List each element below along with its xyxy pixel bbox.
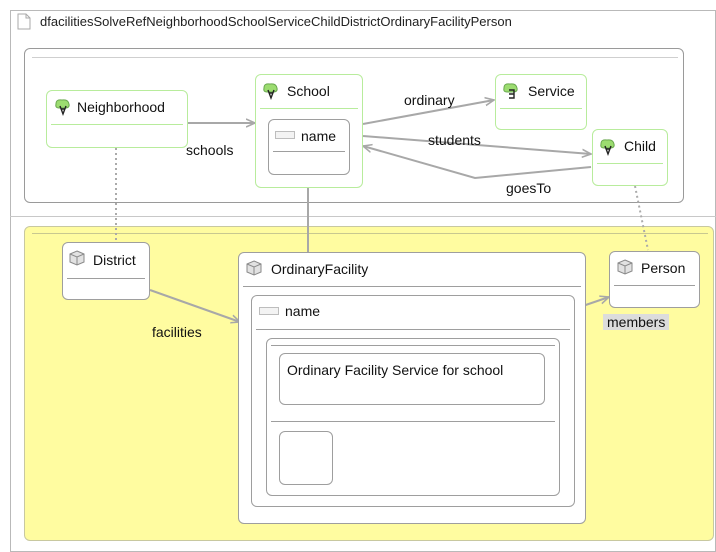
document-icon [17,13,31,30]
field-separator [256,329,570,330]
node-separator [67,278,145,279]
node-service[interactable]: Service [495,74,587,130]
node-separator [597,163,663,164]
node-neighborhood[interactable]: Neighborhood [46,90,188,148]
node-separator [260,108,358,109]
edge-label-students: students [428,132,481,148]
forall-icon [261,81,281,100]
node-person[interactable]: Person [609,251,700,308]
edge-students [362,135,591,154]
field-name-box[interactable]: name [268,119,350,175]
bottom-panel-divider [32,233,708,234]
node-separator [51,124,183,125]
edge-label-facilities: facilities [152,324,202,340]
value-mid-separator [271,421,555,422]
node-label: Service [528,83,575,99]
node-separator [243,286,581,287]
cube-icon [67,249,87,267]
forall-icon [53,97,73,116]
node-separator [614,285,695,286]
node-label: District [93,252,136,268]
edge-label-goesTo: goesTo [506,180,552,196]
diagram-title: dfacilitiesSolveRefNeighborhoodSchoolSer… [40,14,512,29]
panel-divider [10,216,716,217]
node-district[interactable]: District [62,242,150,300]
node-label: School [287,83,330,99]
field-icon [275,131,295,139]
value-container: Ordinary Facility Service for school [266,338,560,496]
cube-icon [615,258,635,276]
edge-facilities [149,289,240,322]
node-ordinary-facility[interactable]: OrdinaryFacility name Ordinary Facility … [238,252,586,524]
dotted-link-child-person [634,185,649,251]
value-top-separator [271,345,555,346]
exists-icon [501,81,521,99]
node-child[interactable]: Child [592,129,668,186]
node-label: Child [624,138,656,154]
edge-ordinary [362,100,494,125]
value-text-box[interactable]: Ordinary Facility Service for school [279,353,545,405]
edge-goesTo [363,146,592,180]
edge-label-ordinary: ordinary [404,92,455,108]
node-label: OrdinaryFacility [271,261,369,277]
value-text: Ordinary Facility Service for school [287,362,504,378]
field-label: name [285,303,321,319]
empty-instance-box[interactable] [279,431,333,485]
node-separator [500,108,582,109]
node-label: Neighborhood [77,99,165,115]
node-label: Person [641,260,686,276]
node-school[interactable]: School name [255,74,363,188]
field-icon [259,307,279,315]
top-panel-divider [32,57,678,58]
edge-label-schools: schools [186,142,234,158]
field-separator [273,151,345,152]
field-label: name [301,128,337,144]
field-name-box[interactable]: name Ordinary Facility Service for schoo… [251,295,575,507]
cube-icon [244,259,264,277]
edge-label-members: members [603,314,670,330]
forall-icon [598,137,618,156]
